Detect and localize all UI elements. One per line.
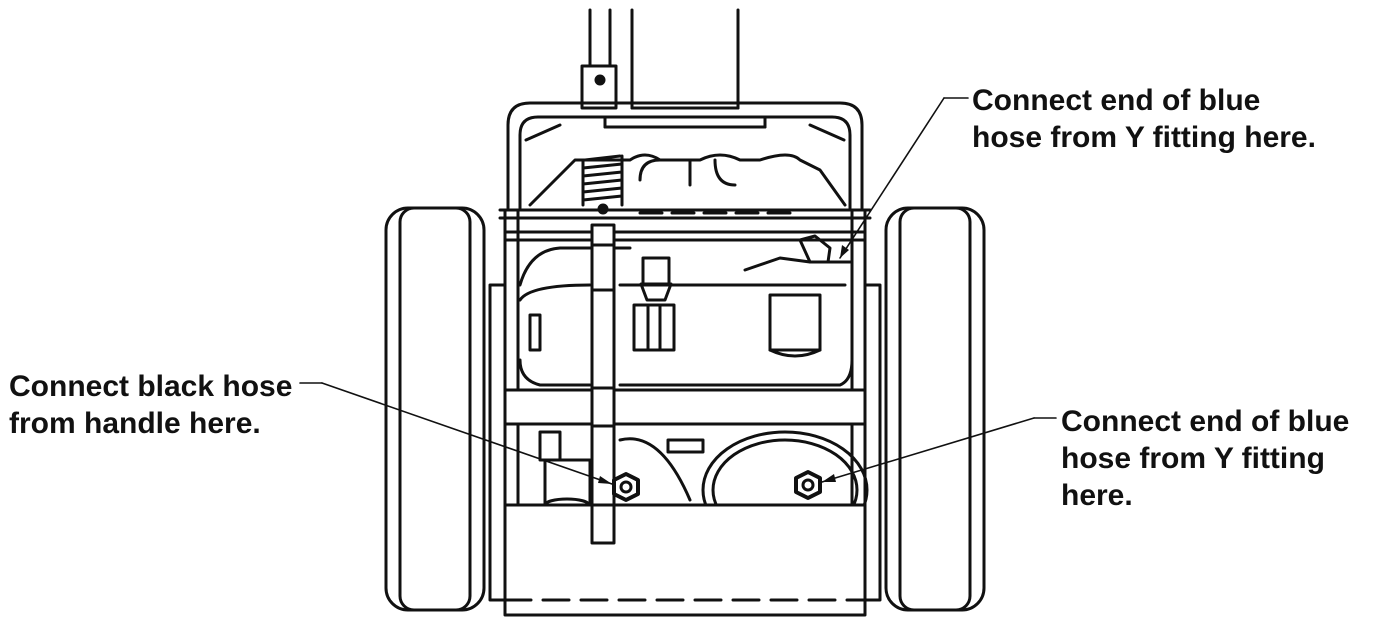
callout-bottom-right-line-3: here. bbox=[1061, 479, 1133, 512]
callout-top-right-line-2: hose from Y fitting here. bbox=[972, 121, 1316, 154]
callout-left-line-1: Connect black hose bbox=[9, 370, 293, 403]
callout-bottom-right: Connect end of blue hose from Y fitting … bbox=[1061, 403, 1349, 514]
hex-fitting-right bbox=[794, 470, 822, 500]
callout-left-line-2: from handle here. bbox=[9, 407, 261, 440]
handle-tubes bbox=[580, 8, 740, 110]
callout-bottom-right-line-1: Connect end of blue bbox=[1061, 405, 1350, 438]
pump-bodies bbox=[518, 283, 854, 387]
center-fitting bbox=[632, 256, 676, 352]
callout-left: Connect black hose from handle here. bbox=[9, 368, 292, 442]
right-wheel bbox=[884, 206, 986, 612]
callout-top-right-line-1: Connect end of blue bbox=[972, 84, 1261, 117]
spring bbox=[581, 154, 624, 215]
center-plate bbox=[590, 223, 616, 545]
hex-fitting-left bbox=[612, 472, 640, 502]
callout-top-right: Connect end of blue hose from Y fitting … bbox=[972, 82, 1316, 156]
callout-bottom-right-line-2: hose from Y fitting bbox=[1061, 442, 1325, 475]
leader-arrowheads bbox=[598, 245, 849, 484]
left-wheel bbox=[384, 206, 486, 612]
bottom-bumper bbox=[503, 503, 867, 617]
leader-lines bbox=[299, 97, 1057, 485]
top-housing bbox=[506, 101, 864, 210]
frame-rails bbox=[498, 208, 872, 287]
crossbar bbox=[503, 386, 867, 428]
